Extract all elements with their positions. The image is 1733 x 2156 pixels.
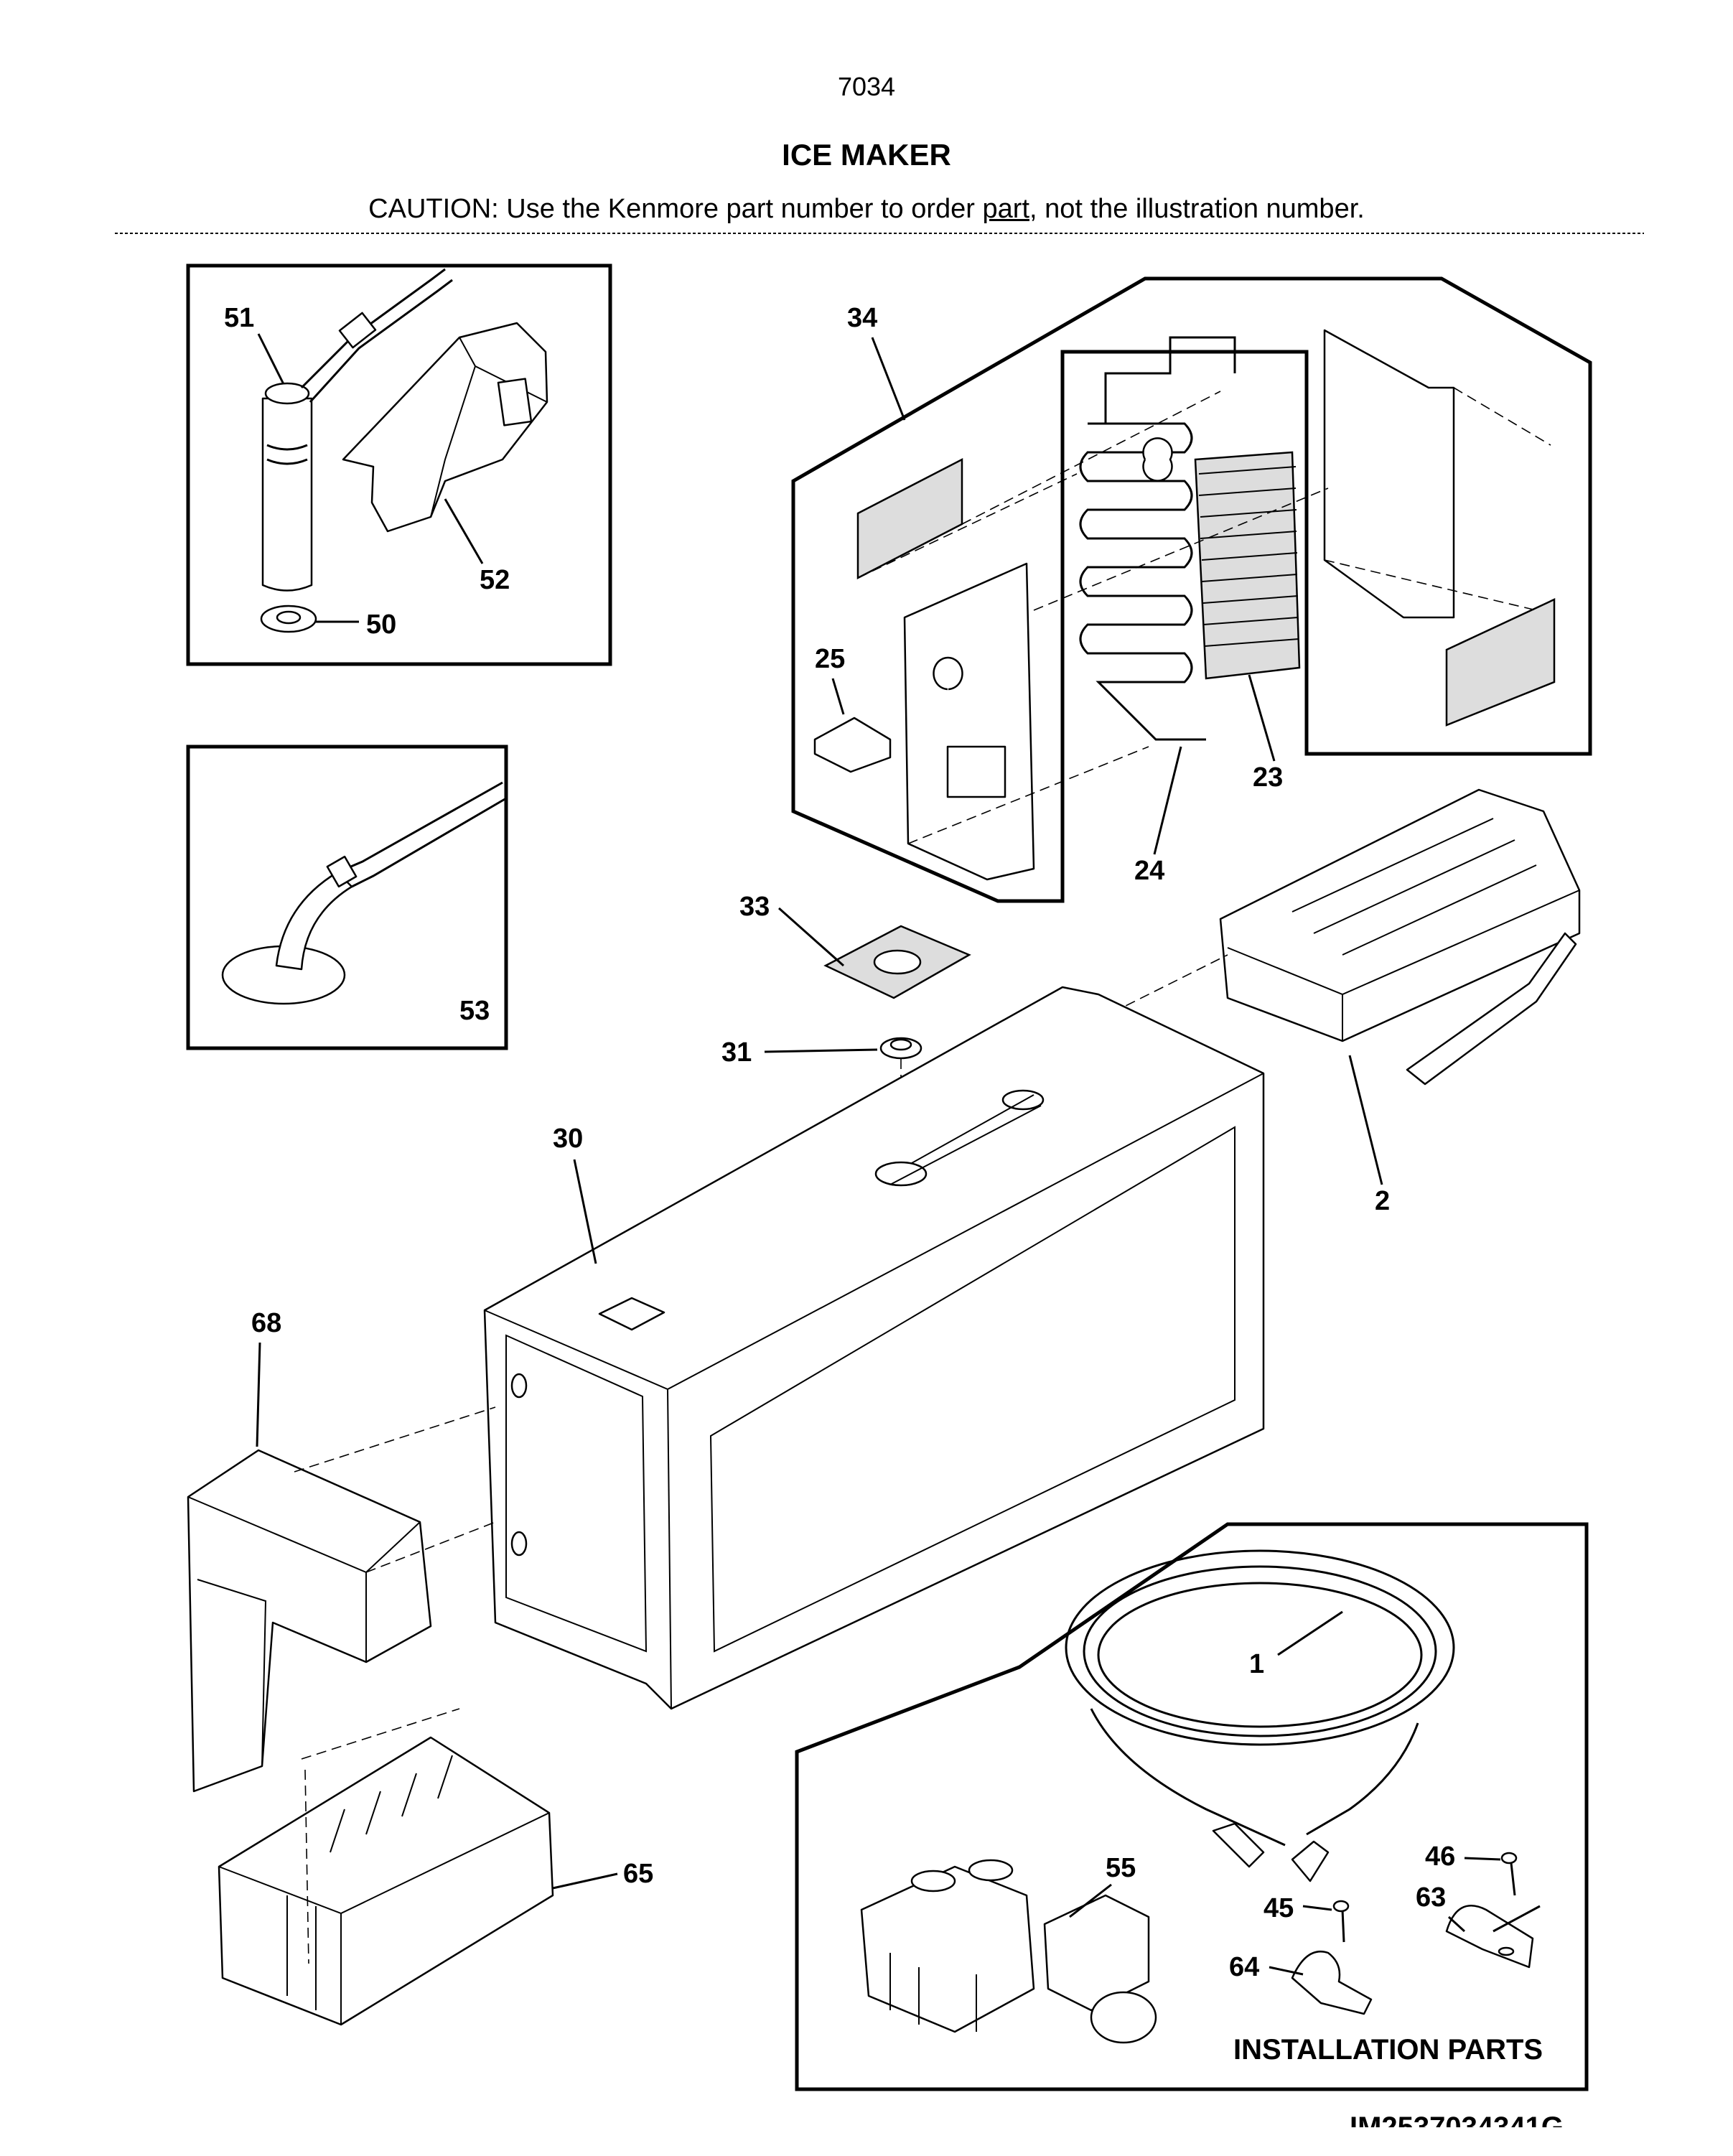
callout-2: 2 <box>1375 1186 1390 1216</box>
water-line-part <box>1065 1549 1455 1746</box>
ice-maker-arm <box>1406 932 1577 1086</box>
callout-23: 23 <box>1253 762 1283 793</box>
housing-part <box>483 986 1265 1710</box>
callout-45: 45 <box>1263 1893 1294 1923</box>
fill-tube-top <box>264 382 310 405</box>
callout-50: 50 <box>366 610 396 640</box>
inset-frame-34 <box>791 276 1592 903</box>
callout-52: 52 <box>480 565 510 595</box>
caution-note: CAUTION: Use the Kenmore part number to … <box>0 194 1733 225</box>
inset-evaporator-assembly: 34 25 23 24 <box>791 276 1592 903</box>
evaporator-fins-part <box>1194 451 1301 680</box>
caution-part-link[interactable]: part <box>982 194 1029 224</box>
callout-46: 46 <box>1425 1842 1455 1872</box>
screw-45-part <box>1332 1900 1350 1913</box>
ice-maker-assembly: 2 <box>1055 788 1581 1216</box>
water-valve-part <box>860 1865 1035 2033</box>
callout-65: 65 <box>623 1859 653 1889</box>
clamp-64-part <box>1291 1951 1373 2015</box>
inset-frame <box>186 263 612 666</box>
ice-maker-part <box>1219 788 1581 1042</box>
evaporator-cover-part <box>903 562 1035 881</box>
callout-68: 68 <box>251 1308 281 1338</box>
callout-24: 24 <box>1134 856 1164 886</box>
thermistor-clip-part <box>813 717 892 773</box>
motor-cover-part <box>187 1449 432 1793</box>
page-title: ICE MAKER <box>782 138 951 172</box>
insulation-pad-right <box>1445 598 1556 727</box>
callout-53: 53 <box>459 996 490 1026</box>
fill-cup-cover-part <box>342 322 548 533</box>
callout-33: 33 <box>739 892 770 922</box>
ice-container-housing: 30 <box>483 986 1265 1710</box>
callout-64: 64 <box>1229 1952 1259 1982</box>
callout-34: 34 <box>847 303 877 333</box>
inset-installation-parts: 1 55 45 64 46 63 INSTALLATION PARTS <box>795 1522 1589 2091</box>
inset-fill-tube-grommet: 53 <box>186 745 508 1050</box>
ice-bucket-assembly: 65 <box>218 1736 653 2026</box>
inset-frame-53 <box>186 745 508 1050</box>
installation-parts-label: INSTALLATION PARTS <box>1233 2034 1543 2066</box>
evaporator-shroud-part <box>1323 329 1455 619</box>
illustration-code: IM2537034341G <box>1350 2111 1564 2127</box>
callout-1: 1 <box>1249 1649 1264 1679</box>
screw-46-part <box>1500 1852 1518 1865</box>
callout-51: 51 <box>224 303 254 333</box>
gasket-and-grommet: 33 31 <box>721 892 971 1170</box>
callout-25: 25 <box>815 644 845 674</box>
insulation-pad-left <box>856 457 963 580</box>
clamp-63-part <box>1445 1905 1534 1969</box>
callout-30: 30 <box>553 1124 583 1154</box>
inset-water-fill-cover: 51 52 50 <box>186 263 612 666</box>
callout-31: 31 <box>721 1037 752 1068</box>
ice-bucket-part <box>218 1736 554 2026</box>
caution-suffix: , not the illustration number. <box>1029 194 1365 224</box>
callout-55: 55 <box>1106 1853 1136 1883</box>
fill-tube-part <box>261 397 313 592</box>
motor-cover-assembly: 68 <box>187 1308 496 1793</box>
inset-frame-install <box>795 1522 1589 2091</box>
page-number: 7034 <box>837 72 896 101</box>
callout-63: 63 <box>1416 1882 1446 1913</box>
caution-prefix: CAUTION: Use the Kenmore part number to … <box>368 194 983 224</box>
